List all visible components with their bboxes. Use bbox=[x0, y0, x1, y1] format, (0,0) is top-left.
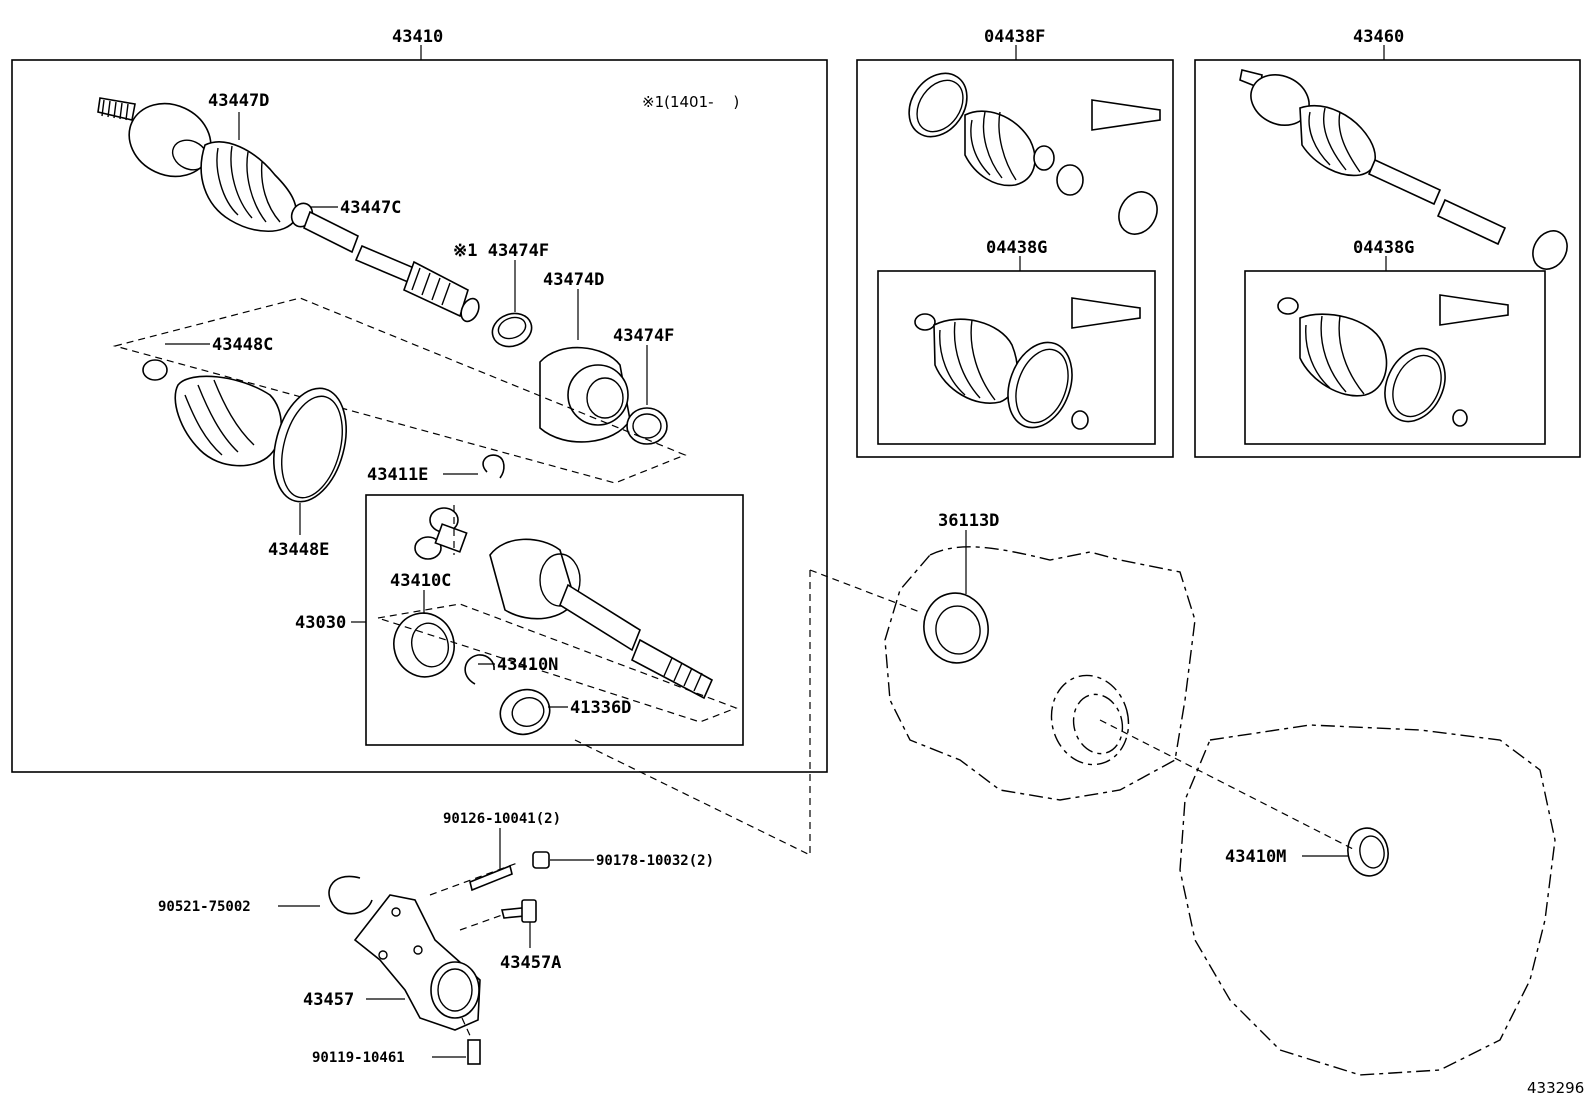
snap-ring-43411E bbox=[482, 454, 505, 479]
band-43448E bbox=[273, 387, 347, 503]
label-04438G-right: 04438G bbox=[1353, 238, 1414, 258]
frame-04438F bbox=[856, 59, 1174, 458]
snap-ring-43410N bbox=[464, 654, 495, 685]
label-43474F-1: ※1 43474F bbox=[453, 241, 549, 261]
label-04438G-left: 04438G bbox=[986, 238, 1047, 258]
label-43447C: 43447C bbox=[340, 198, 401, 218]
label-36113D: 36113D bbox=[938, 511, 999, 531]
label-90126: 90126-10041(2) bbox=[443, 811, 561, 827]
housing-43474D bbox=[539, 346, 631, 443]
label-90521: 90521-75002 bbox=[158, 899, 251, 915]
bracket-43457 bbox=[353, 894, 481, 1031]
label-43410: 43410 bbox=[392, 27, 443, 47]
label-43448C: 43448C bbox=[212, 335, 273, 355]
frame-04438G-right bbox=[1244, 270, 1546, 445]
stud-90126 bbox=[469, 864, 513, 892]
illustration-number: 433296 bbox=[1527, 1079, 1584, 1097]
inner-joint-43030 bbox=[414, 507, 714, 700]
label-43030: 43030 bbox=[295, 613, 346, 633]
label-43448E: 43448E bbox=[268, 540, 329, 560]
snap-ring-90521 bbox=[328, 875, 373, 915]
transmission-case bbox=[884, 546, 1196, 801]
label-43457A: 43457A bbox=[500, 953, 561, 973]
label-43457: 43457 bbox=[303, 990, 354, 1010]
label-43447D: 43447D bbox=[208, 91, 269, 111]
transmission-case-2 bbox=[1179, 724, 1556, 1076]
bearing-43410C bbox=[393, 612, 455, 678]
bolt-90119 bbox=[467, 1039, 481, 1065]
label-43410N: 43410N bbox=[497, 655, 558, 675]
label-43410C: 43410C bbox=[390, 571, 451, 591]
label-41336D: 41336D bbox=[570, 698, 631, 718]
label-43474D: 43474D bbox=[543, 270, 604, 290]
drive-shaft-43460 bbox=[1239, 69, 1568, 270]
clamp-43448C bbox=[142, 359, 168, 381]
label-43411E: 43411E bbox=[367, 465, 428, 485]
label-43410M: 43410M bbox=[1225, 847, 1286, 867]
label-43474F-2: 43474F bbox=[613, 326, 674, 346]
boot-kit-04438F bbox=[908, 72, 1161, 235]
boot-kit-04438G-left bbox=[914, 297, 1141, 430]
note-1401: ※1(1401- ) bbox=[642, 93, 739, 111]
group-outline-upper bbox=[112, 297, 687, 484]
seal-41336D bbox=[499, 688, 551, 736]
bolt-43457A bbox=[500, 907, 526, 919]
seal-36113D bbox=[923, 592, 989, 664]
boot-inner bbox=[174, 375, 282, 467]
label-90178: 90178-10032(2) bbox=[596, 853, 714, 869]
label-43460: 43460 bbox=[1353, 27, 1404, 47]
boot-kit-04438G-right bbox=[1277, 294, 1509, 427]
drive-shaft-illustration bbox=[97, 97, 480, 323]
clip-43474F-upper bbox=[491, 312, 533, 348]
seal-43410M bbox=[1347, 827, 1389, 877]
frame-04438G-left bbox=[877, 270, 1156, 445]
frame-43030 bbox=[365, 494, 744, 746]
label-04438F: 04438F bbox=[984, 27, 1045, 47]
frame-43460 bbox=[1194, 59, 1581, 458]
nut-90178 bbox=[532, 851, 550, 869]
frame-43410 bbox=[11, 59, 828, 773]
label-90119: 90119-10461 bbox=[312, 1050, 405, 1066]
